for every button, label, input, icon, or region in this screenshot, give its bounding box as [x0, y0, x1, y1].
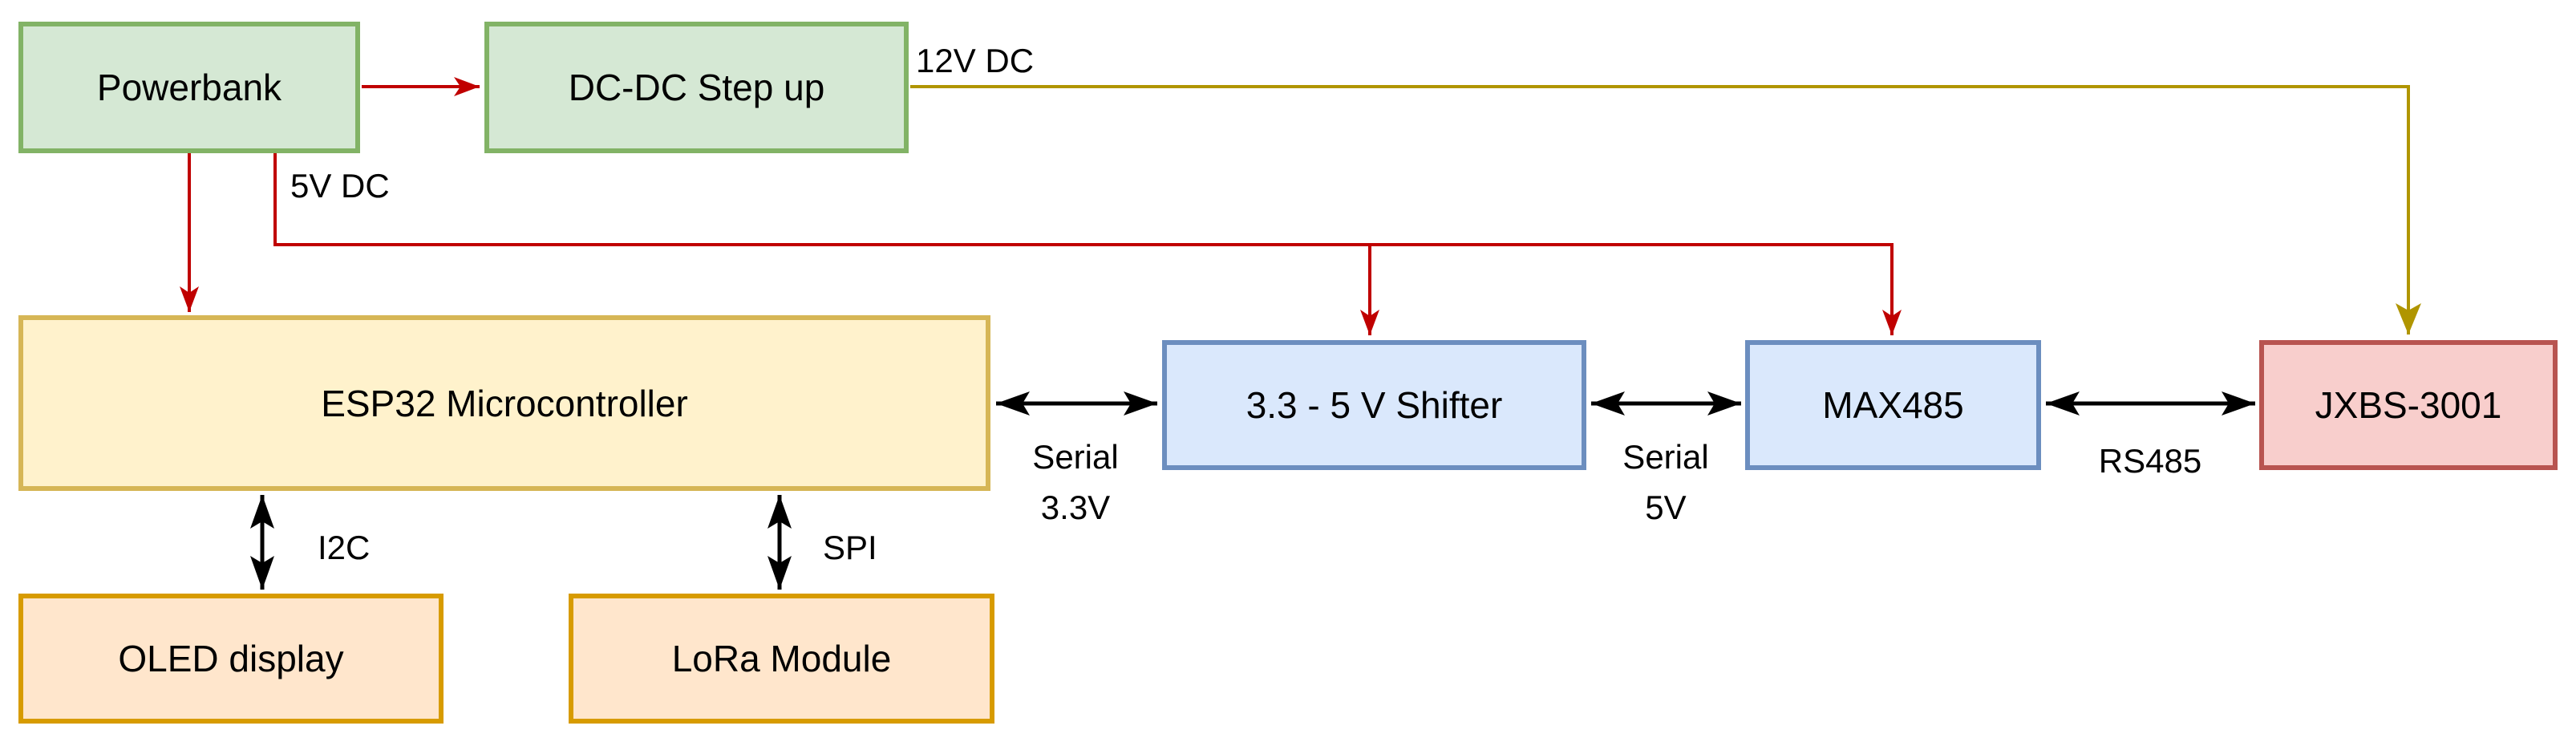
edge-label-5v-dc: 5V DC [290, 167, 390, 205]
node-shifter-label: 3.3 - 5 V Shifter [1245, 384, 1503, 426]
node-esp32: ESP32 Microcontroller [18, 315, 990, 491]
node-dcdc-stepup: DC-DC Step up [484, 22, 909, 153]
node-dcdc-stepup-label: DC-DC Step up [568, 67, 825, 108]
edge-label-i2c: I2C [318, 529, 371, 566]
edge-label-rs485: RS485 [2098, 442, 2202, 480]
node-jxbs3001: JXBS-3001 [2259, 340, 2558, 470]
node-jxbs3001-label: JXBS-3001 [2315, 384, 2502, 426]
edge-label-serial-5v: Serial 5V [1622, 438, 1709, 526]
node-powerbank-label: Powerbank [96, 67, 282, 108]
edge-label-12v-dc: 12V DC [916, 42, 1035, 79]
node-powerbank: Powerbank [18, 22, 360, 153]
node-max485: MAX485 [1745, 340, 2041, 470]
node-lora: LoRa Module [569, 594, 994, 724]
edge-label-serial-3v3: Serial 3.3V [1032, 438, 1119, 526]
edge-powerbank-5v-rail [273, 153, 1902, 335]
node-oled: OLED display [18, 594, 444, 724]
node-shifter: 3.3 - 5 V Shifter [1162, 340, 1586, 470]
node-lora-label: LoRa Module [671, 638, 892, 679]
node-oled-label: OLED display [118, 638, 344, 679]
node-esp32-label: ESP32 Microcontroller [321, 382, 688, 424]
node-max485-label: MAX485 [1822, 384, 1964, 426]
edge-dcdc-jxbs [910, 85, 2421, 334]
edge-label-spi: SPI [823, 529, 877, 566]
